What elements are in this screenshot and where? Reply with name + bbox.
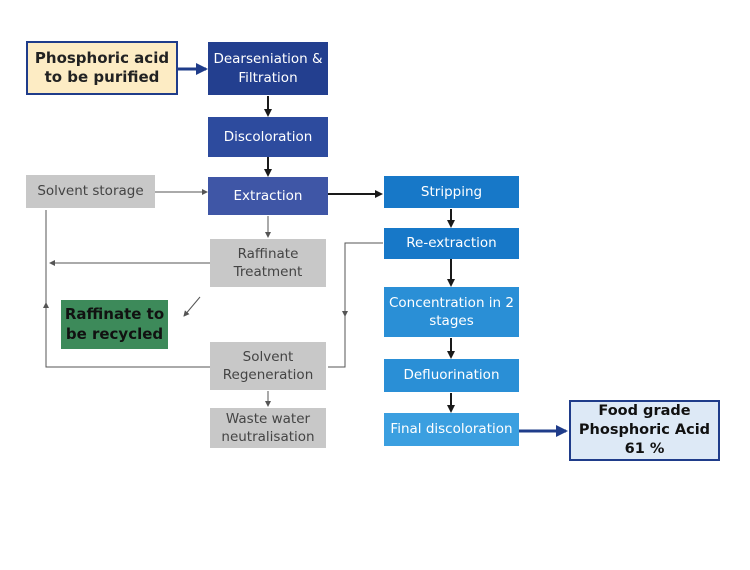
node-solvent-regeneration: Solvent Regeneration: [210, 342, 326, 390]
node-stripping: Stripping: [384, 176, 519, 208]
reextraction-to-regeneration: [328, 242, 383, 368]
solvent-return-loop: [45, 210, 210, 368]
node-final-discoloration: Final discoloration: [384, 413, 519, 446]
node-input-acid: Phosphoric acid to be purified: [26, 41, 178, 95]
node-extraction: Extraction: [208, 177, 328, 215]
node-defluorination: Defluorination: [384, 359, 519, 392]
node-raffinate-recycled: Raffinate to be recycled: [61, 300, 168, 349]
node-solvent-storage: Solvent storage: [26, 175, 155, 208]
node-re-extraction: Re-extraction: [384, 228, 519, 259]
node-output-food-grade: Food grade Phosphoric Acid 61 %: [569, 400, 720, 461]
node-dearseniation: Dearseniation & Filtration: [208, 42, 328, 95]
arrow-raffinate-to-recycled: [183, 296, 201, 317]
node-concentration: Concentration in 2 stages: [384, 287, 519, 337]
node-waste-water: Waste water neutralisation: [210, 408, 326, 448]
node-raffinate-treatment: Raffinate Treatment: [210, 239, 326, 287]
node-discoloration: Discoloration: [208, 117, 328, 157]
